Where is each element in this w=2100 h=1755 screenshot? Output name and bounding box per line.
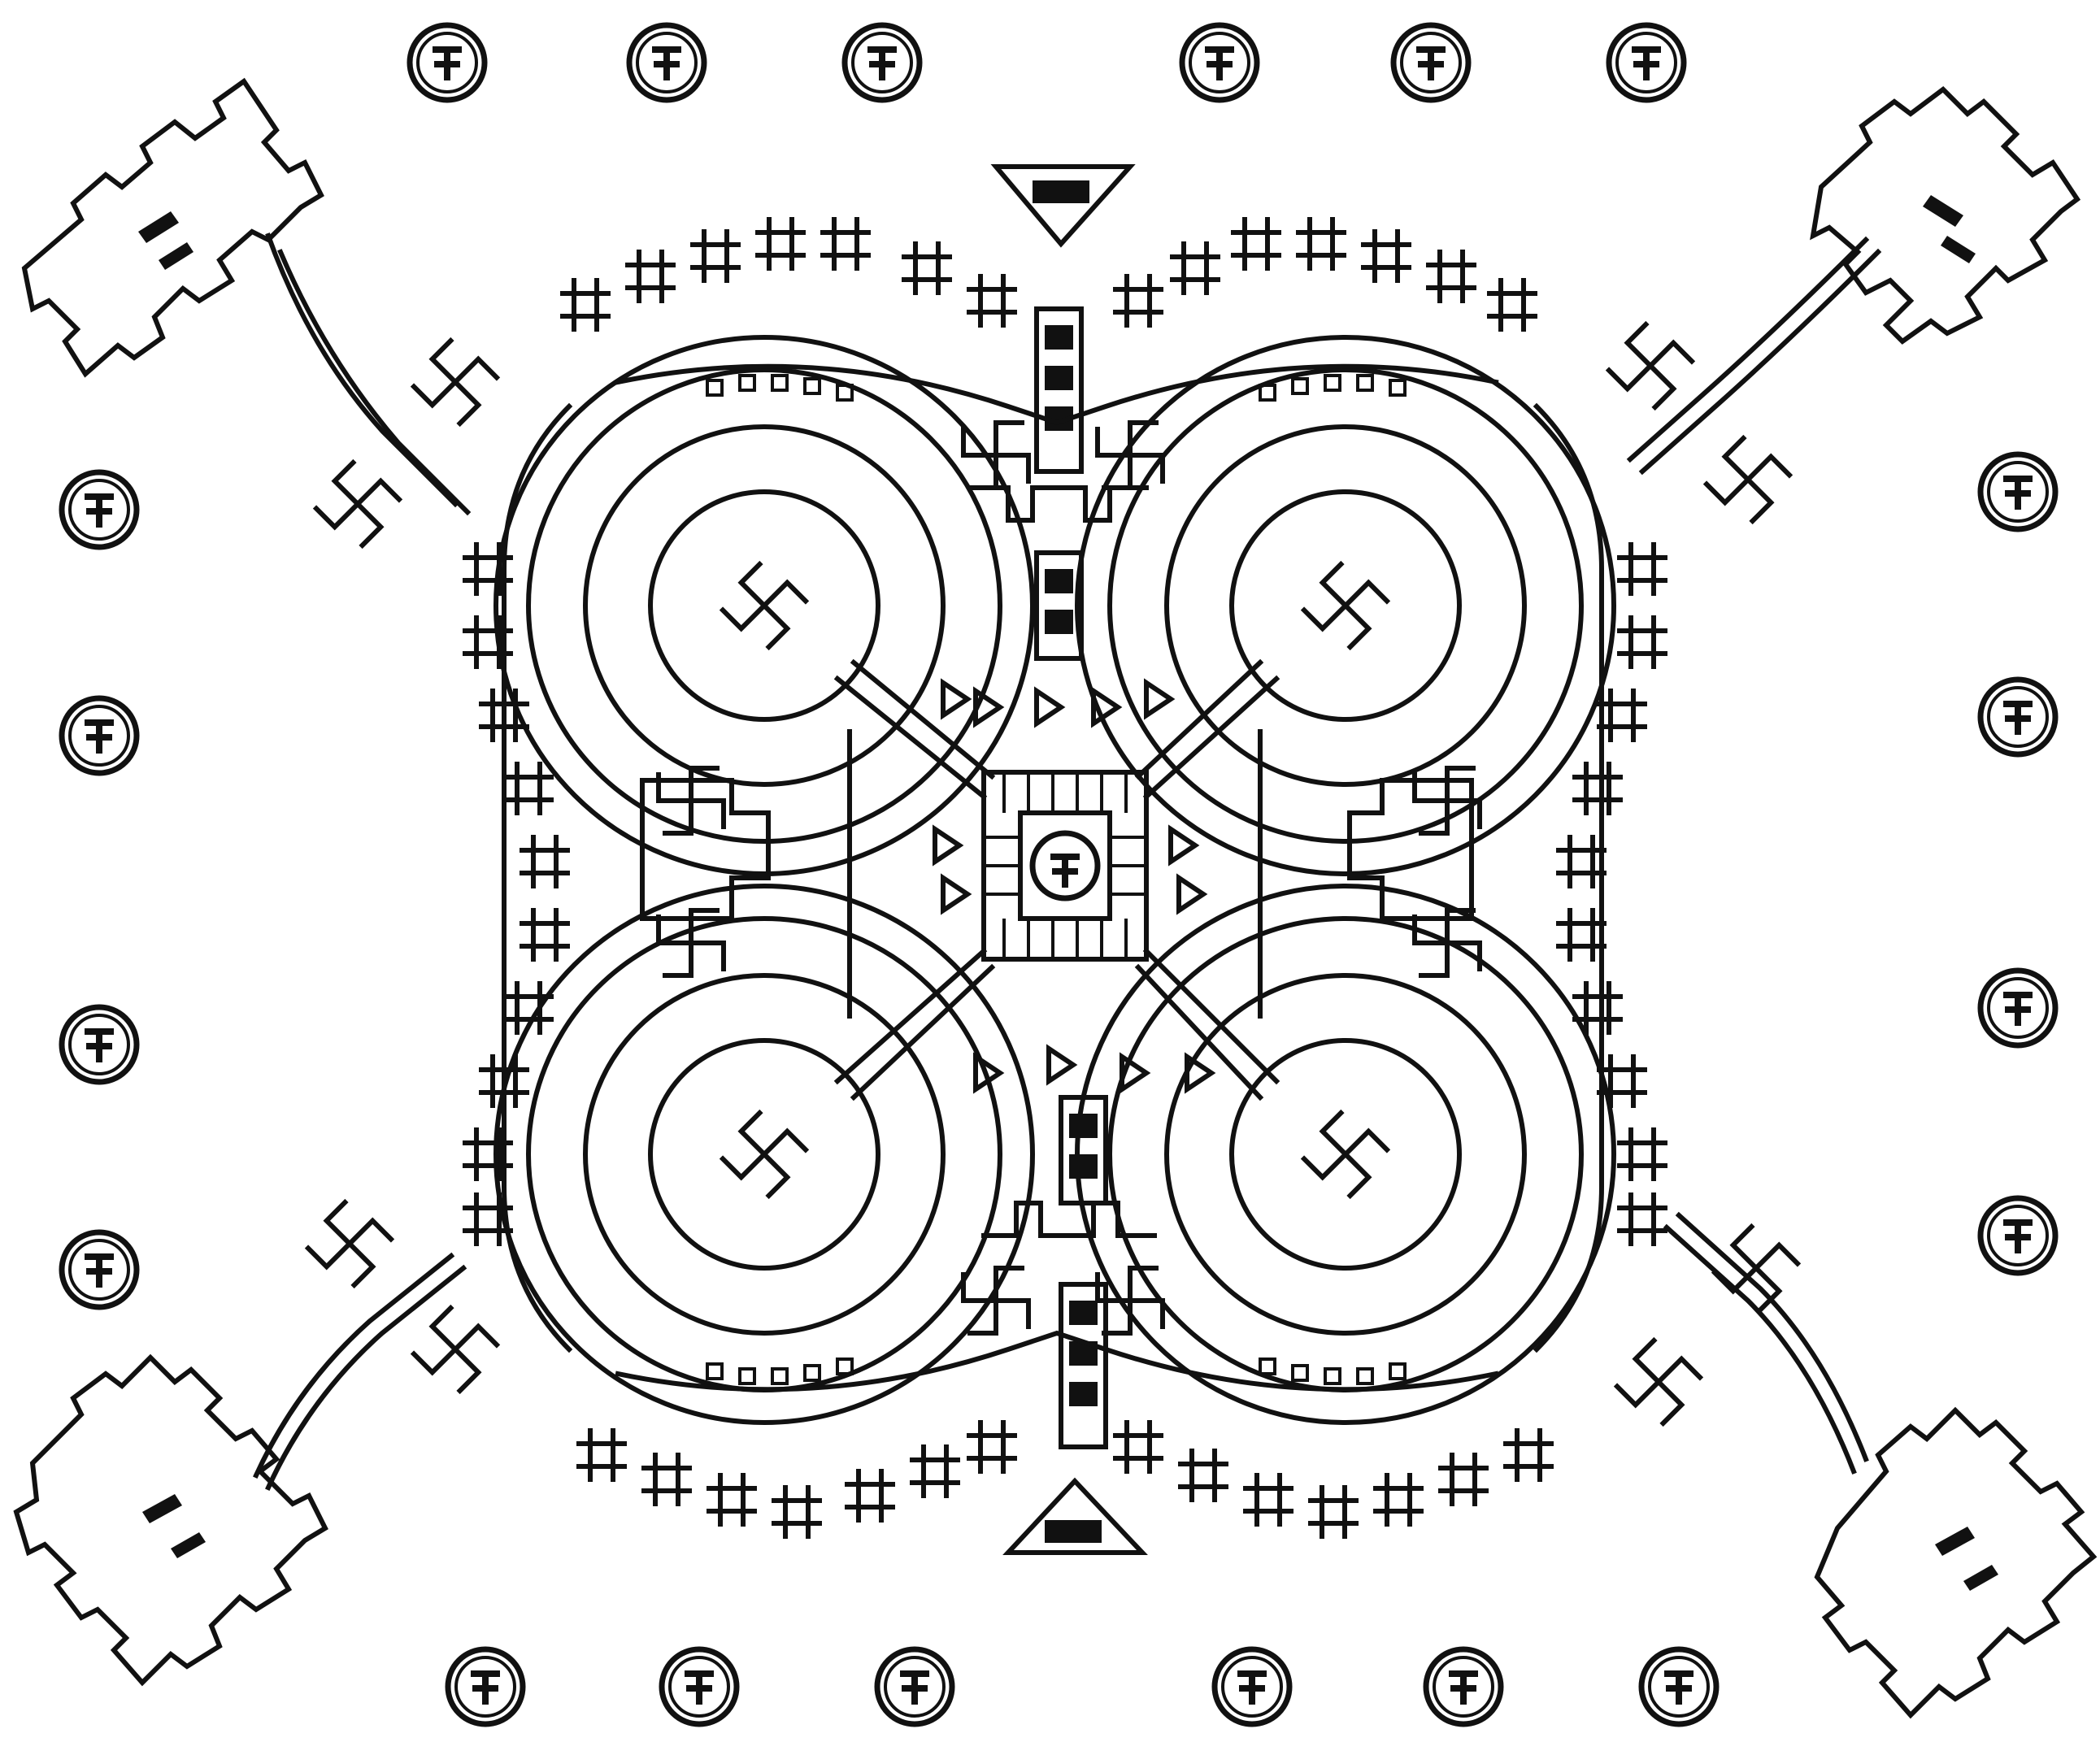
corner-plaque-top-right bbox=[1630, 89, 2077, 471]
seal-disc-icon bbox=[1980, 454, 2055, 529]
triangle-marker-icon bbox=[996, 167, 1130, 244]
seal-disc-icon bbox=[1393, 25, 1468, 100]
seal-disc-icon bbox=[1426, 1649, 1501, 1724]
seal-disc-icon bbox=[1641, 1649, 1716, 1724]
seal-disc-icon bbox=[1215, 1649, 1289, 1724]
seal-column-right bbox=[1980, 454, 2055, 1273]
central-sanctum bbox=[984, 772, 1146, 959]
seal-row-bottom bbox=[448, 1649, 1716, 1724]
seal-disc-icon bbox=[448, 1649, 523, 1724]
seal-disc-icon bbox=[62, 472, 137, 547]
seal-disc-icon bbox=[629, 25, 704, 100]
swastika-icon bbox=[963, 423, 1028, 488]
seal-disc-icon bbox=[1980, 680, 2055, 754]
swastika-icon bbox=[1702, 433, 1793, 525]
swastika-icon bbox=[303, 1197, 395, 1289]
seal-disc-icon bbox=[410, 25, 485, 100]
seal-disc-icon bbox=[877, 1649, 952, 1724]
swastika-icon bbox=[1612, 1336, 1704, 1427]
seal-disc-icon bbox=[62, 1007, 137, 1082]
swastika-icon bbox=[718, 559, 810, 651]
swastika-icon bbox=[1604, 319, 1696, 411]
swastika-icon bbox=[718, 1108, 810, 1200]
seal-disc-icon bbox=[845, 25, 920, 100]
seal-disc-icon bbox=[1182, 25, 1257, 100]
swastika-icon bbox=[409, 336, 501, 428]
swastika-icon bbox=[1299, 1108, 1391, 1200]
swastika-icon bbox=[1710, 1222, 1802, 1314]
corner-plaque-top-left bbox=[24, 81, 467, 512]
seal-row-top bbox=[410, 25, 1684, 100]
seal-disc-icon bbox=[1609, 25, 1684, 100]
seal-disc-icon bbox=[662, 1649, 737, 1724]
corner-plaque-bottom-left bbox=[16, 1256, 463, 1683]
seal-disc-icon bbox=[1980, 1198, 2055, 1273]
swastika-icon bbox=[409, 1303, 501, 1395]
seal-disc-icon bbox=[62, 698, 137, 773]
seal-disc-icon bbox=[62, 1232, 137, 1307]
triangle-marker-icon bbox=[1008, 1481, 1142, 1553]
swastika-icon bbox=[1299, 559, 1391, 651]
seal-disc-icon bbox=[1980, 971, 2055, 1045]
seal-column-left bbox=[62, 472, 137, 1307]
swastika-icon bbox=[311, 458, 403, 550]
